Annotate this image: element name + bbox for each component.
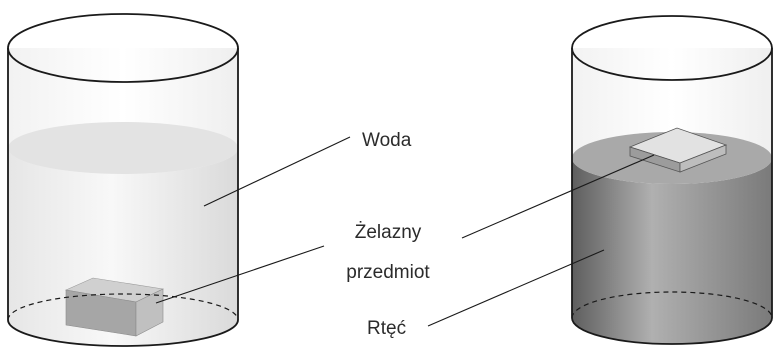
water-cylinder-rim	[7, 13, 239, 83]
water-label: Woda	[362, 130, 412, 151]
iron-object-right-leader-line	[461, 154, 655, 239]
water-cylinder-bottom-edge	[7, 319, 239, 347]
water-body	[8, 148, 238, 346]
iron-object-label-line1: Żelazny	[355, 222, 422, 243]
water-cylinder	[7, 13, 239, 347]
iron-object-on-mercury	[628, 127, 728, 173]
water-cylinder-bottom-hidden-edge	[7, 293, 239, 321]
mercury-leader-line	[427, 249, 605, 327]
mercury-body	[572, 158, 772, 344]
iron-object-in-water	[64, 277, 164, 337]
mercury-cylinder-bottom-edge	[571, 317, 773, 345]
water-surface	[8, 122, 238, 174]
mercury-cylinder	[571, 15, 773, 345]
iron-object-label-line2: przedmiot	[346, 262, 430, 283]
cube-side-face	[135, 288, 164, 337]
mercury-cylinder-bottom-hidden-edge	[571, 291, 773, 319]
mercury-cylinder-rim	[571, 15, 773, 81]
water-leader-line	[203, 136, 351, 207]
cube-side-face	[679, 144, 727, 173]
mercury-label: Rtęć	[367, 318, 406, 339]
iron-object-leader-line	[155, 245, 325, 304]
